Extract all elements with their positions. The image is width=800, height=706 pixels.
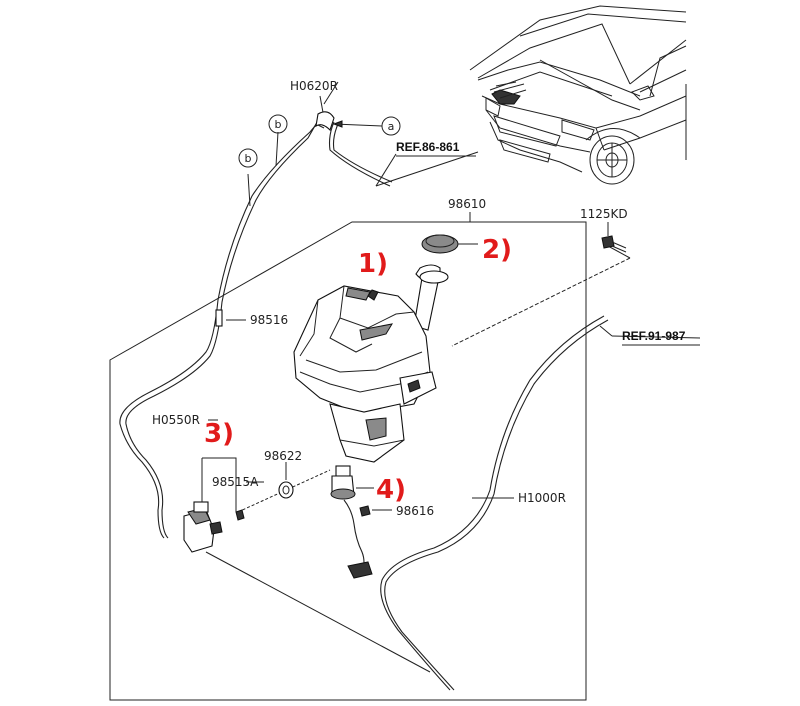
- label-h0620r: H0620R: [290, 79, 338, 93]
- level-sensor: [330, 465, 392, 579]
- label-98516: 98516: [250, 313, 288, 327]
- svg-text:b: b: [275, 118, 282, 131]
- connector-98516: [215, 309, 246, 327]
- callout-3: 3): [204, 419, 234, 449]
- hoses: [119, 119, 609, 691]
- ref-86-861: REF.86-861: [396, 140, 476, 157]
- svg-text:b: b: [245, 152, 252, 165]
- car-illustration: [469, 5, 687, 185]
- bolt-1125kd: [601, 222, 627, 253]
- svg-text:REF.91-987: REF.91-987: [622, 329, 686, 343]
- label-98616: 98616: [396, 504, 434, 518]
- grommet-98622: [278, 462, 294, 499]
- label-98610: 98610: [448, 197, 486, 211]
- washer-pump: [183, 457, 245, 553]
- callout-4: 4): [376, 475, 406, 505]
- svg-text:a: a: [388, 120, 395, 133]
- ref-91-987: REF.91-987: [622, 329, 700, 346]
- label-h1000r: H1000R: [518, 491, 566, 505]
- tank-cap: [421, 234, 478, 254]
- callout-1: 1): [358, 249, 388, 279]
- circle-mark-b-upper: b: [268, 114, 288, 134]
- circle-mark-b-lower: b: [238, 148, 258, 168]
- label-98515a: 98515A: [212, 475, 259, 489]
- callout-2: 2): [482, 235, 512, 265]
- hose-clip-h0620r: [315, 95, 383, 132]
- label-h0550r: H0550R: [152, 413, 200, 427]
- washer-tank: [293, 264, 449, 463]
- label-1125kd: 1125KD: [580, 207, 628, 221]
- leader-lines: [208, 81, 701, 499]
- label-98622: 98622: [264, 449, 302, 463]
- svg-text:REF.86-861: REF.86-861: [396, 140, 460, 154]
- circle-mark-a: a: [381, 116, 401, 136]
